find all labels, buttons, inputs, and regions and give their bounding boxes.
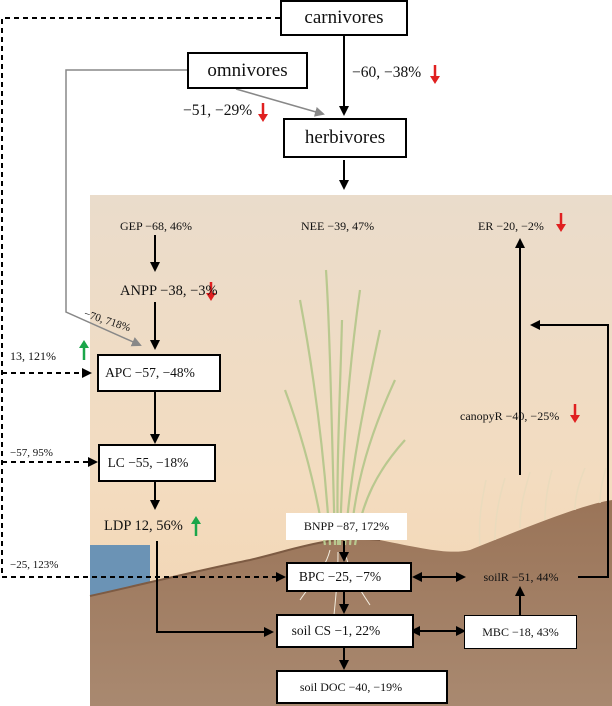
soil-mound [90, 500, 612, 706]
carn-herb-effect-label: −60, −38% [352, 64, 422, 81]
carnivores-box: carnivores [280, 0, 408, 36]
carn-bpc-effect-label: −25, 123% [10, 559, 59, 571]
apc-label: APC −57, −48% [105, 365, 195, 380]
soil-doc-box: soil DOC −40, −19% [276, 670, 448, 704]
dry-grass [478, 467, 607, 546]
apc-box: APC −57, −48% [97, 354, 221, 392]
bpc-box: BPC −25, −7% [286, 562, 412, 592]
omni-herb-effect-label: −51, −29% [183, 102, 253, 119]
anpp-label: ANPP −38, −3% [120, 283, 218, 299]
er-label: ER −20, −2% [478, 219, 544, 233]
nee-label: NEE −39, 47% [301, 219, 375, 233]
soil-cs-box: soil CS −1, 22% [276, 614, 414, 648]
mbc-box: MBC −18, 43% [464, 615, 577, 649]
omnivores-box: omnivores [187, 52, 308, 89]
arrow-omnivores-herbivores [235, 88, 325, 117]
trend-carn-herb-down-icon [430, 65, 440, 84]
trend-ldp-up-icon [191, 516, 201, 536]
trend-canopyr-down-icon [570, 404, 580, 423]
soil-doc-label: soil DOC −40, −19% [299, 679, 403, 694]
omnivores-label: omnivores [207, 59, 288, 81]
dashed-carnivores-trunk [1, 17, 280, 577]
bnpp-box: BNPP −87, 172% [286, 513, 407, 540]
herbivores-label: herbivores [304, 127, 386, 148]
lc-label: LC −55, −18% [107, 455, 189, 470]
bnpp-label: BNPP −87, 172% [303, 519, 390, 533]
mbc-label: MBC −18, 43% [482, 624, 559, 639]
trend-anpp-down-icon [206, 282, 216, 301]
herbivores-box: herbivores [283, 118, 407, 158]
carn-lc-effect-label: −57, 95% [10, 447, 53, 459]
soilr-label: soilR −51, 44% [483, 569, 559, 584]
ldp-label: LDP 12, 56% [104, 518, 183, 534]
soil-cs-label: soil CS −1, 22% [291, 623, 381, 638]
gep-label: GEP −68, 46% [120, 219, 192, 233]
arrow-omnivores-apc [65, 69, 188, 347]
carnivores-label: carnivores [304, 7, 384, 28]
bpc-label: BPC −25, −7% [298, 569, 382, 584]
trend-omni-herb-down-icon [258, 103, 268, 122]
canopyr-label: canopyR −40, −25% [460, 409, 560, 423]
trend-carn-apc-up-icon [79, 340, 89, 360]
carn-apc-effect-label: 13, 121% [10, 349, 56, 363]
arrow-soilr-feedback [530, 320, 609, 578]
trend-er-down-icon [556, 213, 566, 232]
arrow-ldp-soilcs [156, 541, 274, 637]
soilr-box: soilR −51, 44% [464, 564, 578, 590]
lc-box: LC −55, −18% [98, 444, 216, 482]
